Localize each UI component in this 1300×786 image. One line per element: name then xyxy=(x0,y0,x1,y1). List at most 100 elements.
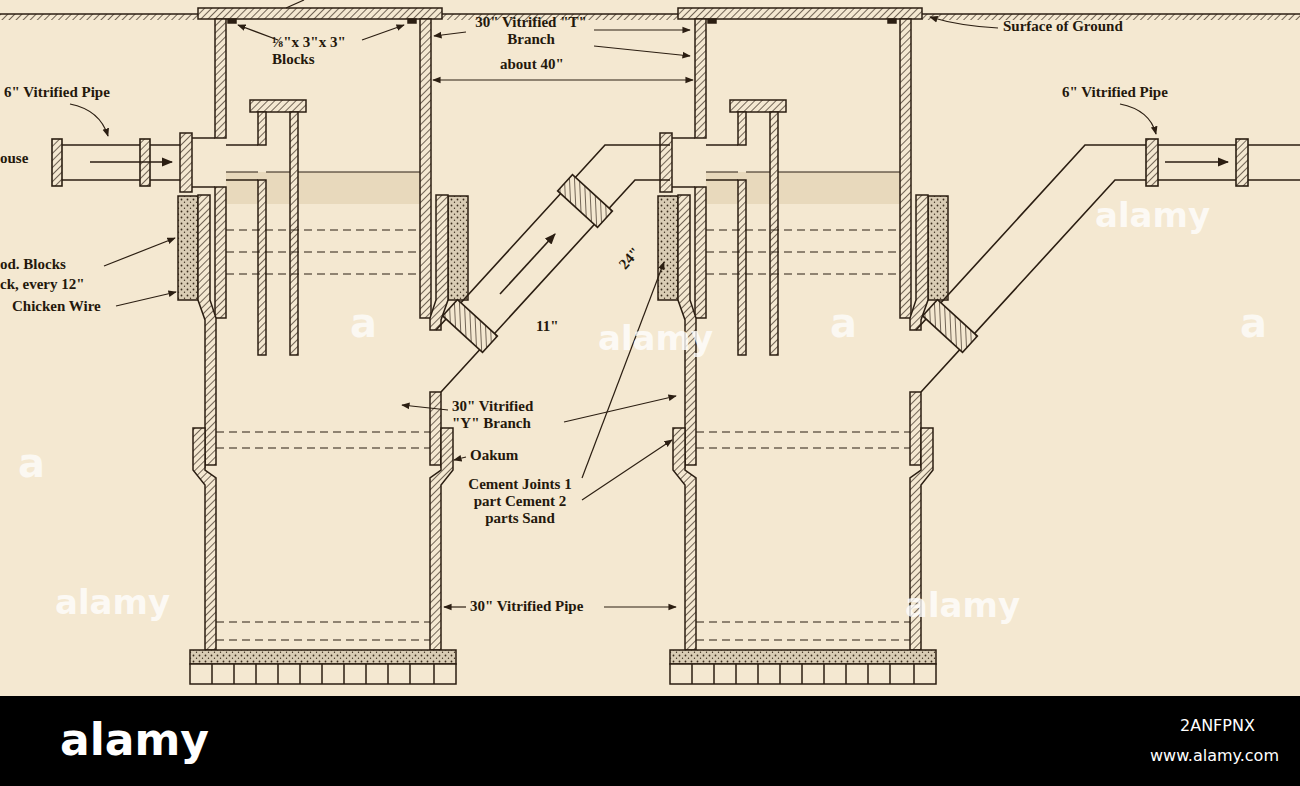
leader-line xyxy=(433,79,693,80)
tank-chamber xyxy=(430,195,448,330)
pipe-run xyxy=(436,145,670,330)
tank-chamber xyxy=(448,196,468,300)
tank-chamber xyxy=(228,19,236,23)
pipe-run xyxy=(90,161,172,163)
tank-chamber xyxy=(190,664,456,684)
pipe-run xyxy=(921,180,1300,392)
tank-chamber xyxy=(180,133,192,192)
watermark: alamy xyxy=(905,585,1020,625)
watermark: alamy xyxy=(1095,195,1210,235)
tank-chamber xyxy=(215,19,226,138)
dimension-label: 11" xyxy=(536,318,559,335)
tank-chamber xyxy=(290,112,298,355)
watermark: a xyxy=(830,300,857,346)
leader-line xyxy=(434,32,466,36)
branch-label: 30" Vitrified "T" Branch xyxy=(470,14,592,48)
tank-chamber xyxy=(216,640,430,641)
image-id: 2ANFPNX xyxy=(1180,716,1255,735)
pipe-run xyxy=(52,139,1300,392)
leader-line xyxy=(104,238,175,266)
leader-line xyxy=(594,46,690,56)
leader-line xyxy=(930,17,998,28)
tank-chamber xyxy=(190,650,456,664)
leader-line xyxy=(444,606,466,607)
ground-line xyxy=(0,14,198,20)
tank-chamber xyxy=(258,112,266,145)
pipe-run xyxy=(1165,161,1228,163)
leader-line xyxy=(454,457,466,460)
pipe-run xyxy=(1146,139,1158,186)
watermark-url: www.alamy.com xyxy=(1150,746,1279,765)
tank-chamber xyxy=(198,8,442,19)
tank-chamber xyxy=(226,172,258,173)
tank-chamber xyxy=(226,252,420,253)
leader-line xyxy=(286,0,304,8)
tank-chamber xyxy=(192,137,215,139)
dimension-label: about 40" xyxy=(500,56,564,73)
tank-chamber xyxy=(258,180,266,355)
leader-line xyxy=(604,606,676,607)
watermark-bar xyxy=(0,696,1300,786)
watermark: a xyxy=(18,440,45,486)
pipe-run xyxy=(1236,139,1248,186)
leader-line xyxy=(582,440,672,500)
tank-chamber xyxy=(226,144,258,146)
tank-chamber xyxy=(226,179,258,181)
pipe-run xyxy=(500,234,555,294)
leader-line xyxy=(594,29,690,30)
wire-label: Chicken Wire xyxy=(12,298,101,315)
tank-chamber xyxy=(193,428,216,650)
pipe-run xyxy=(52,139,62,186)
watermark: a xyxy=(1240,300,1267,346)
tank-chamber xyxy=(226,274,420,275)
watermark-logo: alamy xyxy=(60,714,209,765)
leader-line xyxy=(1120,104,1156,134)
ground-label: Surface of Ground xyxy=(1003,18,1123,35)
tank-chamber xyxy=(226,230,420,231)
pipe-label: 6" Vitrified Pipe xyxy=(4,84,110,101)
inlet-label: ouse xyxy=(0,150,28,167)
tank-chamber xyxy=(178,8,468,684)
tank-chamber xyxy=(250,100,306,112)
tank-chamber xyxy=(178,196,198,300)
joint-label: Cement Joints 1 part Cement 2 parts Sand xyxy=(464,476,576,527)
joint-label: Oakum xyxy=(470,447,518,464)
tank-chamber xyxy=(216,622,430,623)
tank-chamber xyxy=(216,432,430,433)
dimension-label: 24" xyxy=(616,244,644,273)
pipe-run xyxy=(558,175,613,228)
tank-chamber xyxy=(420,19,431,318)
leader-line xyxy=(70,104,108,136)
pipe-run xyxy=(443,300,498,353)
tank-chamber xyxy=(430,392,441,465)
tank-chamber xyxy=(212,664,434,684)
tank-chamber xyxy=(216,230,430,640)
tank-chamber xyxy=(408,19,416,23)
pipe-label: 30" Vitrified Pipe xyxy=(470,598,583,615)
pipe-run xyxy=(58,179,180,181)
tank-chamber xyxy=(216,448,430,449)
branch-label: 30" Vitrified "Y" Branch xyxy=(452,398,562,432)
leader-line xyxy=(70,0,1156,607)
tank-chamber xyxy=(298,172,420,173)
leader-line xyxy=(116,292,176,306)
watermark: alamy xyxy=(598,318,713,358)
pipe-label: 6" Vitrified Pipe xyxy=(1062,84,1168,101)
tank-chamber xyxy=(192,186,215,188)
ground-line xyxy=(922,13,1300,15)
ground-line xyxy=(0,13,198,15)
block-label: ⅛"x 3"x 3" Blocks xyxy=(272,34,372,68)
tank-chamber xyxy=(430,428,453,650)
tank-chamber xyxy=(215,187,226,318)
leader-line xyxy=(582,262,664,478)
watermark: alamy xyxy=(55,582,170,622)
pipe-run xyxy=(58,144,180,146)
block-label: od. Blocks xyxy=(0,256,66,273)
tank-chamber xyxy=(226,172,420,204)
leader-line xyxy=(402,405,448,410)
leader-line xyxy=(362,25,404,40)
pipe-run xyxy=(441,180,670,392)
pipe-run xyxy=(923,300,978,353)
